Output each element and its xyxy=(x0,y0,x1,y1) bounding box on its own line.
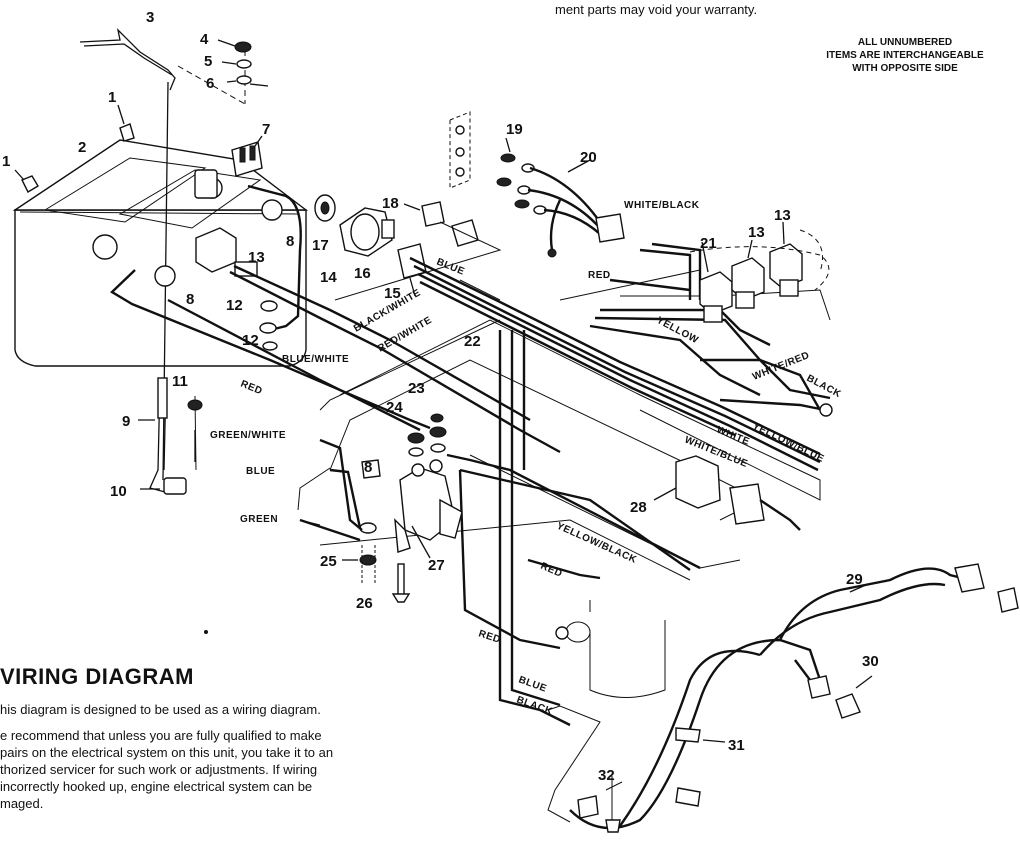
callout-23: 23 xyxy=(408,380,425,397)
relays-right xyxy=(689,221,830,323)
p2-line-1: e recommend that unless you are fully qu… xyxy=(0,728,322,743)
light-harness xyxy=(547,563,1019,833)
callout-22: 22 xyxy=(464,333,481,350)
label-green-white: GREEN/WHITE xyxy=(210,430,286,441)
callout-25: 25 xyxy=(320,553,337,570)
relay-28 xyxy=(653,455,801,531)
label-blue-top: BLUE xyxy=(435,257,466,278)
callout-13c: 13 xyxy=(774,207,791,224)
callout-12b: 12 xyxy=(242,332,259,349)
callout-1a: 1 xyxy=(2,153,10,170)
label-red-mid: RED xyxy=(539,561,564,580)
callout-15: 15 xyxy=(384,285,401,302)
label-red-top: RED xyxy=(588,270,611,281)
label-green: GREEN xyxy=(240,514,278,525)
battery-cables xyxy=(110,184,431,432)
callout-8c: 8 xyxy=(364,459,372,476)
callout-18: 18 xyxy=(382,195,399,212)
label-white-black: WHITE/BLACK xyxy=(624,200,700,211)
section-paragraph-1: his diagram is designed to be used as a … xyxy=(0,702,321,717)
label-red-left: RED xyxy=(239,379,264,398)
callout-32: 32 xyxy=(598,767,615,784)
callout-24: 24 xyxy=(386,399,403,416)
callout-26: 26 xyxy=(356,595,373,612)
solenoid-leads xyxy=(297,438,701,580)
battery-bolts xyxy=(14,104,135,193)
callout-1b: 1 xyxy=(108,89,116,106)
callout-8b: 8 xyxy=(186,291,194,308)
callout-11: 11 xyxy=(172,373,188,390)
note-line-2: ITEMS ARE INTERCHANGEABLE xyxy=(826,50,984,61)
callout-numbers: 1 1 2 3 4 5 6 7 8 8 8 9 10 11 12 12 13 1… xyxy=(2,9,879,784)
callout-8a: 8 xyxy=(286,233,294,250)
relay-left xyxy=(195,227,258,277)
callout-20: 20 xyxy=(580,149,597,166)
p2-line-4: incorrectly hooked up, engine electrical… xyxy=(0,779,313,794)
label-blue-left: BLUE xyxy=(246,466,275,477)
starter-solenoid xyxy=(342,413,463,603)
label-red-low: RED xyxy=(477,628,502,645)
callout-21: 21 xyxy=(700,235,717,252)
note-line-3: WITH OPPOSITE SIDE xyxy=(852,63,958,74)
wiring-section: VIRING DIAGRAM his diagram is designed t… xyxy=(0,664,470,812)
section-title: VIRING DIAGRAM xyxy=(0,664,194,689)
callout-9: 9 xyxy=(122,413,130,430)
interchangeable-note: ALL UNNUMBERED ITEMS ARE INTERCHANGEABLE… xyxy=(780,36,1020,75)
hold-down-rod xyxy=(138,377,203,495)
engine-outline xyxy=(555,600,666,698)
callout-30: 30 xyxy=(862,653,879,670)
p2-line-5: maged. xyxy=(0,796,44,811)
callout-19: 19 xyxy=(506,121,523,138)
callout-17: 17 xyxy=(312,237,329,254)
callout-5: 5 xyxy=(204,53,212,70)
callout-7: 7 xyxy=(262,121,270,138)
callout-28: 28 xyxy=(630,499,647,516)
label-yellow-black: YELLOW/BLACK xyxy=(555,521,639,566)
p2-line-2: pairs on the electrical system on this u… xyxy=(0,745,334,760)
callout-13a: 13 xyxy=(248,249,265,266)
callout-31: 31 xyxy=(728,737,745,754)
callout-27: 27 xyxy=(428,557,445,574)
callout-14: 14 xyxy=(320,269,337,286)
callout-6: 6 xyxy=(206,75,214,92)
warranty-fragment: ment parts may void your warranty. xyxy=(555,2,758,17)
callout-2: 2 xyxy=(78,139,86,156)
ignition-switch xyxy=(314,194,395,257)
p2-line-3: thorized servicer for such work or adjus… xyxy=(0,762,318,777)
note-line-1: ALL UNNUMBERED xyxy=(857,37,953,48)
callout-29: 29 xyxy=(846,571,863,588)
callout-4: 4 xyxy=(200,31,209,48)
callout-16: 16 xyxy=(354,265,371,282)
key-switch xyxy=(231,135,263,177)
callout-3: 3 xyxy=(146,9,154,26)
section-paragraph-2: e recommend that unless you are fully qu… xyxy=(0,727,470,812)
callout-10: 10 xyxy=(110,483,127,500)
label-blue-white: BLUE/WHITE xyxy=(282,354,349,365)
light-sockets xyxy=(449,111,625,258)
callout-13b: 13 xyxy=(748,224,765,241)
callout-12a: 12 xyxy=(226,297,243,314)
connector-18 xyxy=(403,201,479,247)
